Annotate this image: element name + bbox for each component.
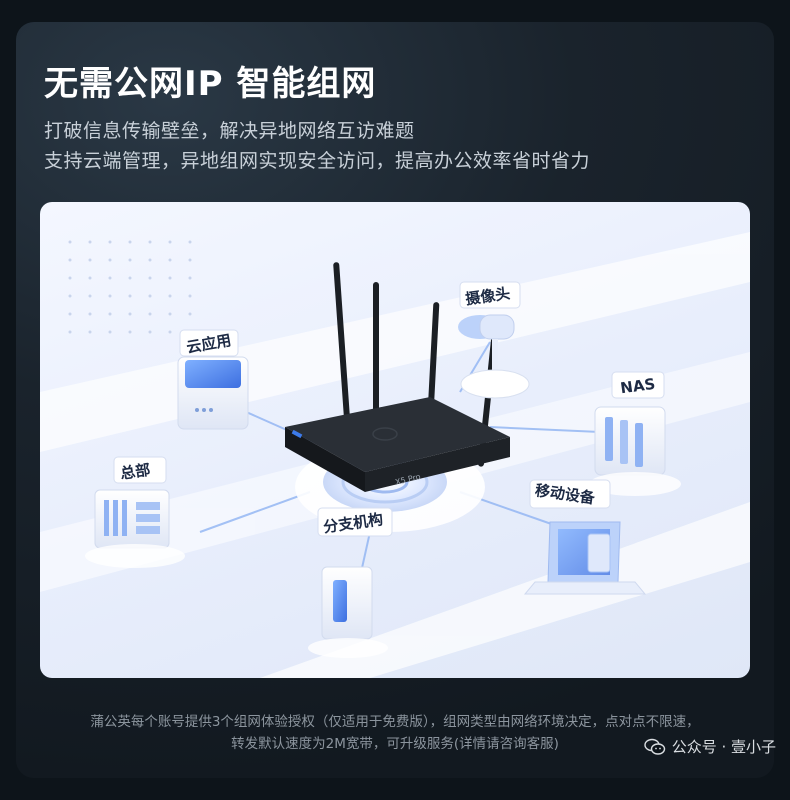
node-camera: 摄像头 <box>458 281 530 399</box>
subtitle-line-2: 支持云端管理，异地组网实现安全访问，提高办公效率省时省力 <box>44 150 591 172</box>
node-label-headquarters: 总部 <box>119 461 151 483</box>
node-mobile: 移动设备 <box>523 479 647 595</box>
network-diagram: X5 Pro 云应用 摄像头 NAS <box>40 232 750 678</box>
network-illustration: X5 Pro 云应用 摄像头 NAS <box>40 202 750 678</box>
node-label-nas: NAS <box>619 375 656 398</box>
disclaimer-line-1: 蒲公英每个账号提供3个组网体验授权（仅适用于免费版），组网类型由网络环境决定，点… <box>90 714 700 730</box>
feature-card: 无需公网IP 智能组网 打破信息传输壁垒，解决异地网络互访难题 支持云端管理，异… <box>16 22 774 778</box>
node-branch: 分支机构 <box>308 507 393 658</box>
dot-grid <box>68 240 192 334</box>
watermark-text: 公众号 · 壹小子 <box>671 738 776 756</box>
wechat-icon <box>643 738 665 755</box>
page-title: 无需公网IP 智能组网 <box>44 64 377 104</box>
node-headquarters: 总部 <box>85 456 185 568</box>
node-cloud-app: 云应用 <box>177 329 249 430</box>
router: X5 Pro <box>285 262 510 492</box>
disclaimer-line-2: 转发默认速度为2M宽带，可升级服务(详情请咨询客服) <box>231 736 559 752</box>
subtitle-line-1: 打破信息传输壁垒，解决异地网络互访难题 <box>44 120 415 142</box>
node-nas: NAS <box>589 371 681 496</box>
watermark: 公众号 · 壹小子 <box>643 736 776 757</box>
